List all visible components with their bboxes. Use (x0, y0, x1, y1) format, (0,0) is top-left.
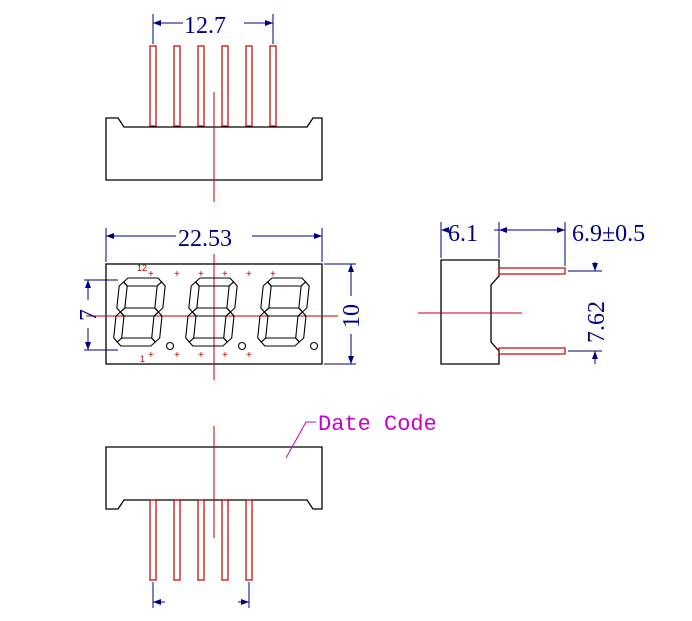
svg-text:+: + (148, 350, 154, 361)
digit-3-dp (309, 341, 319, 351)
top-pin-3 (197, 45, 205, 127)
top-pitch-label: 12.7 (184, 13, 226, 39)
pin-length-dimension (499, 222, 566, 266)
svg-text:+: + (174, 350, 180, 361)
pin-1-label: 1 (140, 354, 145, 364)
side-view-body (440, 259, 500, 365)
svg-text:+: + (270, 269, 276, 280)
body-height-dimension (324, 263, 356, 365)
top-view: 12.7 (105, 13, 323, 202)
side-view: 6.1 6.9±0.5 7.62 (418, 221, 645, 365)
top-pin-markers: + + + + + + (148, 269, 276, 280)
side-depth-dimension (440, 222, 500, 258)
digit-1 (113, 277, 166, 347)
body-width-label: 22.53 (178, 226, 232, 252)
svg-text:+: + (246, 269, 252, 280)
bottom-pin-3 (197, 499, 205, 581)
top-pin-4 (221, 45, 229, 127)
top-pitch-dimension (152, 14, 274, 44)
bottom-pin-1 (149, 499, 157, 581)
svg-text:+: + (148, 269, 154, 280)
bottom-view-pins (149, 499, 253, 581)
digit-1-dp (165, 341, 175, 351)
top-view-pins (149, 45, 277, 127)
bottom-pin-2 (173, 499, 181, 581)
bottom-pin-markers: + + + + + (148, 350, 252, 361)
svg-text:+: + (246, 350, 252, 361)
side-depth-label: 6.1 (448, 221, 478, 247)
date-code-label: Date Code (318, 412, 437, 437)
top-view-body (105, 117, 323, 181)
bottom-view-body (105, 446, 323, 510)
digit-2 (185, 277, 238, 347)
pin-12-label: 12 (137, 263, 147, 273)
body-height-label: 10 (339, 304, 365, 328)
row-spacing-label: 7.62 (584, 301, 610, 343)
row-spacing-dimension (568, 262, 602, 364)
side-pin-lower (498, 347, 566, 355)
bottom-pin-5 (245, 499, 253, 581)
bottom-pin-4 (221, 499, 229, 581)
svg-text:+: + (198, 350, 204, 361)
svg-text:+: + (222, 350, 228, 361)
body-width-dimension (105, 228, 323, 262)
top-pin-5 (245, 45, 253, 127)
digit-height-label: 7 (76, 309, 102, 321)
bottom-pitch-dimension (152, 582, 250, 608)
date-code-leader (285, 421, 316, 459)
digit-3 (257, 277, 310, 347)
front-view: + + + + + + + + + + + 12 1 22.53 (76, 226, 365, 380)
svg-text:+: + (174, 269, 180, 280)
top-pin-2 (173, 45, 181, 127)
svg-text:+: + (198, 269, 204, 280)
top-pin-6 (269, 45, 277, 127)
bottom-view: Date Code (105, 412, 437, 608)
svg-text:+: + (222, 269, 228, 280)
top-pin-1 (149, 45, 157, 127)
pin-length-label: 6.9±0.5 (572, 221, 645, 247)
digit-2-dp (237, 341, 247, 351)
side-pin-upper (498, 267, 566, 275)
digit-height-dimension (84, 279, 118, 351)
